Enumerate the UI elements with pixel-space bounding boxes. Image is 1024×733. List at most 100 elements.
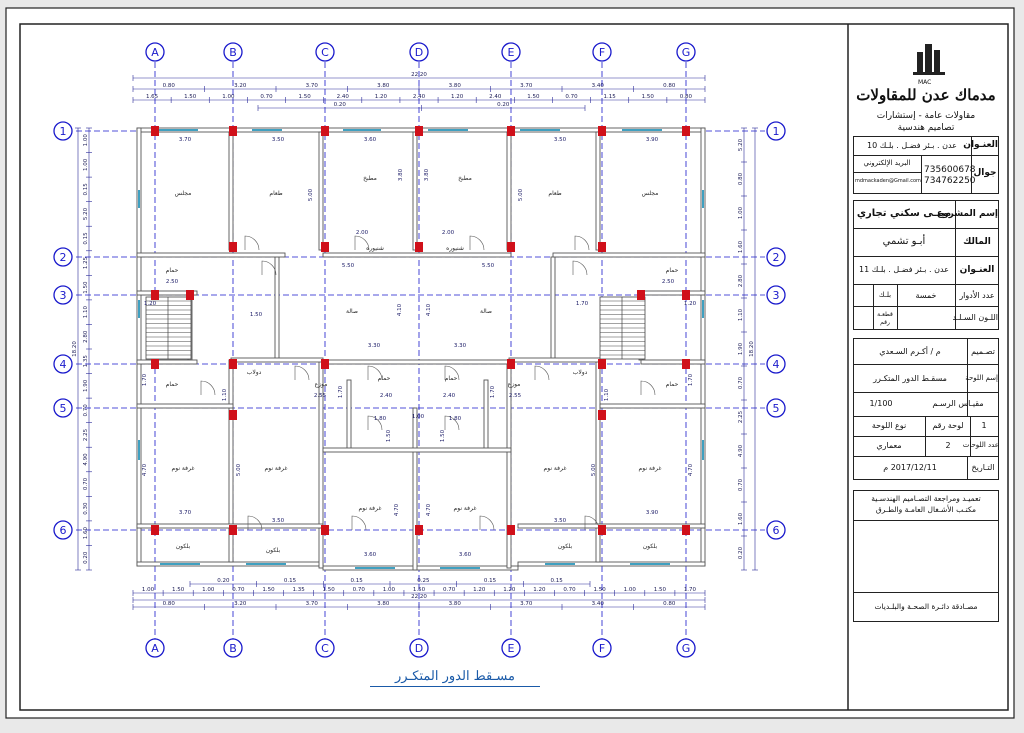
email-label: البريد الإلكتروني: [863, 159, 911, 167]
bottom-row1-label: 0.20: [217, 578, 230, 584]
room-label-balcony-2: بلكون: [266, 547, 281, 554]
window: [702, 300, 704, 318]
door-swing: [574, 235, 590, 251]
column: [151, 525, 159, 535]
bottom-row2-label: 1.50: [172, 587, 185, 593]
interior-wall: [508, 357, 602, 363]
mobile-label: جوال: [973, 168, 997, 178]
door-swing: [479, 515, 495, 531]
dim-lobby-h-left: 1.10: [222, 388, 228, 401]
dim-bath-h-right: 1.70: [688, 373, 694, 386]
services-line-1: مقاولات عامة - إستشارات: [876, 111, 976, 121]
interior-wall: [640, 359, 706, 365]
interior-wall: [318, 359, 324, 569]
top-row2-label: 0.70: [565, 94, 578, 100]
top-row2-label: 2.40: [489, 94, 502, 100]
grid-bubble-label: 2: [60, 251, 67, 264]
window: [138, 440, 140, 460]
top-row2-label: 1.20: [375, 94, 388, 100]
grid-bubble-label: 2: [773, 251, 780, 264]
drawing-title: مسـقط الدور المتكـرر: [370, 669, 540, 687]
grid-bubble-6: [53, 520, 73, 540]
column: [682, 359, 690, 369]
dim-dining-left-w: 3.50: [272, 137, 285, 143]
room-label-bath-3: حمام: [166, 381, 179, 388]
grid-bubble-label: D: [415, 46, 423, 59]
interior-wall: [136, 290, 198, 296]
grid-bubble-2: [53, 247, 73, 267]
left-row-label: 1.00: [83, 158, 89, 171]
bottom-row1-label: 0.15: [484, 578, 497, 584]
grid-bubble-E: [501, 42, 521, 62]
door-swing: [354, 235, 370, 251]
top-row2-label: 1.50: [527, 94, 540, 100]
right-row-label: 4.90: [738, 444, 744, 457]
interior-wall: [322, 359, 512, 365]
dim-small-bath-h-right: 1.50: [440, 429, 446, 442]
drawing-title-text: مسـقط الدور المتكـرر: [395, 669, 515, 684]
owner-value: أبـو تشمي: [882, 236, 926, 247]
bottom-row2-label: 0.70: [563, 587, 576, 593]
left-row-label: 0.15: [83, 183, 89, 196]
dim-corr-h-right: 1.70: [490, 385, 496, 398]
left-row-label: 0.20: [83, 551, 89, 564]
grid-bubble-label: 6: [60, 524, 67, 537]
sheets-count-value: 2: [945, 441, 951, 450]
window: [702, 440, 704, 460]
room-label-bed-4: غرفة نوم: [454, 505, 477, 512]
window: [355, 567, 395, 569]
room-label-dining-left: طعام: [269, 190, 282, 197]
top-row1-label: 3.40: [592, 83, 605, 89]
grid-bubble-2: [766, 247, 786, 267]
grid-bubble-C: [315, 42, 335, 62]
left-row-label: 1.25: [83, 256, 89, 269]
dim-bed-w2: 3.50: [272, 518, 285, 524]
room-label-bath-2: حمام: [666, 267, 679, 274]
grid-bubble-label: E: [508, 46, 515, 59]
dim-hall-w-right: 5.50: [482, 263, 495, 269]
left-row-label: 1.10: [83, 306, 89, 319]
grid-bubble-G: [676, 638, 696, 658]
bottom-row2-label: 1.70: [684, 587, 697, 593]
floors-label: عدد الأدوار: [959, 291, 995, 300]
dim-corr-w2-right: 2.40: [443, 393, 456, 399]
dim-majlis-h-right: 5.00: [518, 188, 524, 201]
column: [229, 525, 237, 535]
grid-bubble-A: [145, 638, 165, 658]
grid-bubble-D: [409, 42, 429, 62]
bottom-row1-label: 0.25: [417, 578, 430, 584]
grid-bubble-A: [145, 42, 165, 62]
top-row2-label: 1.15: [604, 94, 617, 100]
window: [343, 129, 381, 131]
grid-bubble-6: [766, 520, 786, 540]
top-row1-label: 0.80: [163, 83, 176, 89]
right-row-label: 1.10: [738, 308, 744, 321]
grid-bubble-label: A: [151, 46, 159, 59]
dim-bath-w-right: 2.50: [662, 279, 675, 285]
company-name: مدماك عدن للمقاولات: [856, 86, 996, 104]
column: [507, 359, 515, 369]
interior-wall: [599, 403, 706, 409]
room-label-majlis-right: مجلس: [642, 190, 659, 197]
room-label-wardrobe-right: دولاب: [573, 369, 588, 376]
left-row-label: 1.35: [83, 355, 89, 368]
door-swing: [572, 260, 588, 276]
room-label-hall-left: صالة: [346, 308, 358, 315]
room-label-kitchen-left: مطبخ: [363, 175, 377, 182]
right-row-label: 1.60: [738, 512, 744, 525]
interior-wall: [230, 357, 324, 363]
top-row2-label: 2.40: [413, 94, 426, 100]
dim-stair-w2-right: 1.20: [684, 301, 697, 307]
top-row2-label: 0.80: [680, 94, 693, 100]
floors-value: خمسة: [915, 291, 937, 300]
right-row-label: 1.60: [738, 240, 744, 253]
window: [545, 563, 575, 565]
column: [229, 126, 237, 136]
grid-bubble-D: [409, 638, 429, 658]
room-label-bed-1: غرفة نوم: [172, 465, 195, 472]
logo-text: MAC: [918, 79, 932, 86]
top-row2-label: 1.00: [222, 94, 235, 100]
top-total-label: 22.20: [411, 72, 427, 78]
scale-value: 1/100: [869, 399, 893, 408]
sheet-type-label: نوع اللوحة: [871, 421, 907, 430]
